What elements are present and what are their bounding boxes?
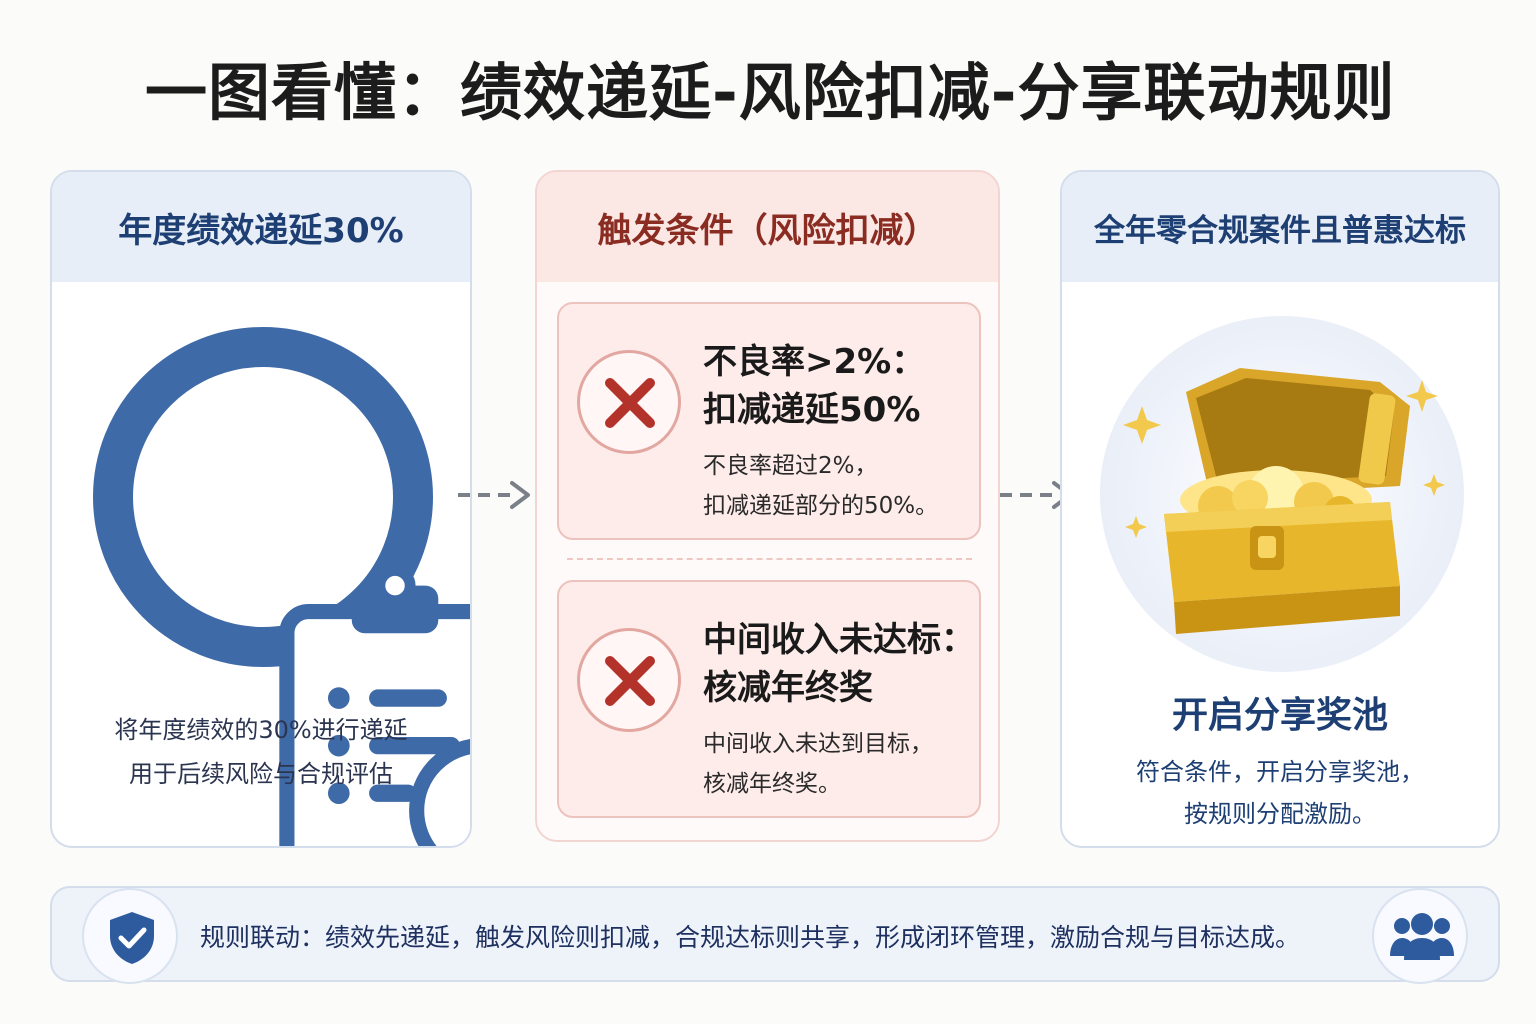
ring-base [93, 327, 433, 667]
treasure-chest-icon [1100, 316, 1464, 672]
risk-divider [567, 558, 972, 560]
rule-summary-text: 规则联动：绩效先递延，触发风险则扣减，合规达标则共享，形成闭环管理，激励合规与目… [200, 923, 1301, 952]
risk-desc-line2: 扣减递延部分的50%。 [703, 493, 939, 519]
risk-desc-line1: 中间收入未达到目标， [703, 731, 933, 757]
risk-desc-line2: 核减年终奖。 [703, 771, 841, 797]
share-pool-desc-line2: 按规则分配激励。 [1184, 800, 1376, 828]
share-pool-card: 全年零合规案件且普惠达标 开启分享奖池 符合条件，开 [1060, 170, 1500, 848]
risk-title-line2: 扣减递延50% [703, 390, 921, 430]
deferral-ring [90, 324, 470, 846]
x-mark-icon [577, 350, 681, 454]
trigger-card-header: 触发条件（风险扣减） [537, 172, 998, 282]
deferral-card-header: 年度绩效递延30% [52, 172, 470, 282]
deferral-desc-line2: 用于后续风险与合规评估 [129, 760, 393, 788]
shield-check-icon [82, 888, 178, 984]
risk-title-line1: 中间收入未达标： [703, 620, 975, 660]
deferral-desc-line1: 将年度绩效的30%进行递延 [114, 716, 408, 744]
risk-item-income: 中间收入未达标： 核减年终奖 中间收入未达到目标， 核减年终奖。 [557, 580, 981, 818]
people-group-icon [1372, 888, 1468, 984]
clipboard-clock-icon [279, 565, 470, 846]
trigger-card: 触发条件（风险扣减） 不良率>2%： 扣减递延50% 不良率超过2%， 扣减递延… [535, 170, 1000, 842]
deferral-ring-chart [93, 327, 433, 667]
page-title: 一图看懂：绩效递延-风险扣减-分享联动规则 [145, 56, 1396, 129]
risk-desc-line1: 不良率超过2%， [703, 453, 878, 479]
risk-item-npl: 不良率>2%： 扣减递延50% 不良率超过2%， 扣减递延部分的50%。 [557, 302, 981, 540]
risk-title-line1: 不良率>2%： [703, 342, 926, 382]
rule-summary-bar: 规则联动：绩效先递延，触发风险则扣减，合规达标则共享，形成闭环管理，激励合规与目… [50, 886, 1500, 984]
share-pool-title: 开启分享奖池 [1171, 695, 1388, 736]
share-pool-card-header: 全年零合规案件且普惠达标 [1062, 172, 1498, 282]
dashed-arrow-icon [458, 481, 530, 509]
deferral-card: 年度绩效递延30% 将年度绩效的30%进行递延 用于后续风险与合规评估 [50, 170, 472, 848]
x-mark-icon [577, 628, 681, 732]
risk-title-line2: 核减年终奖 [703, 668, 873, 708]
share-pool-desc-line1: 符合条件，开启分享奖池， [1136, 758, 1424, 786]
